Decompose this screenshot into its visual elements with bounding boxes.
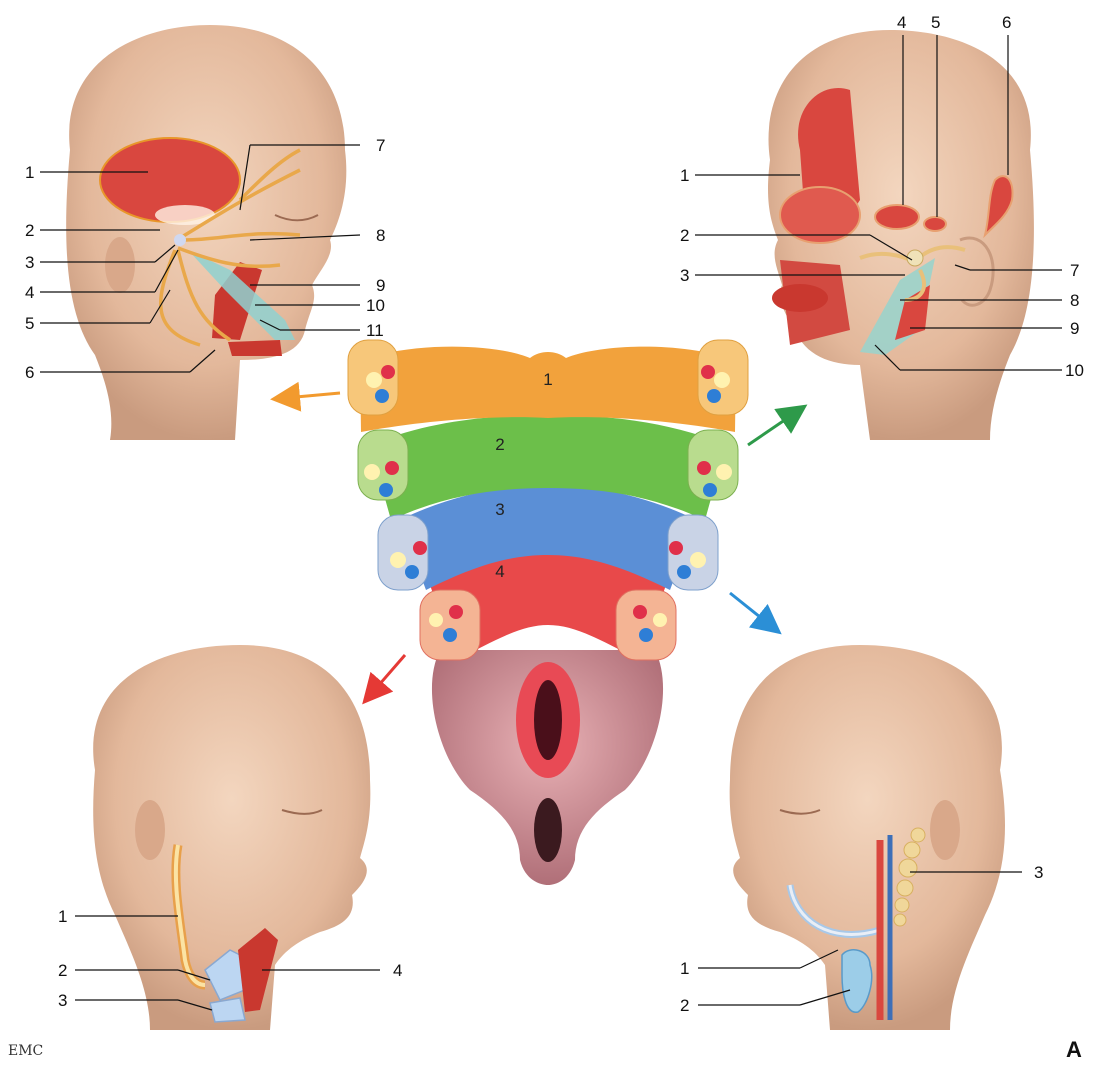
tl-label-10: 10 [366, 296, 385, 315]
arch-label-1: 1 [543, 370, 552, 389]
tr-label-10: 10 [1065, 361, 1084, 380]
tl-label-9: 9 [376, 276, 385, 295]
tl-label-6: 6 [25, 363, 34, 382]
tl-label-11: 11 [366, 321, 384, 340]
arrow-arch3 [730, 593, 770, 625]
bl-label-3: 3 [58, 991, 67, 1010]
br-label-2: 2 [680, 996, 689, 1015]
head-top-left [66, 25, 346, 440]
tl-label-8: 8 [376, 226, 385, 245]
arrow-arch4 [372, 655, 405, 693]
tr-label-2: 2 [680, 226, 689, 245]
pharyngeal-arches: 1 2 3 4 [348, 340, 748, 885]
laryngeal-opening [534, 798, 562, 862]
tr-label-9: 9 [1070, 319, 1079, 338]
arrow-arch1 [285, 393, 340, 398]
br-label-3: 3 [1034, 863, 1043, 882]
muscle-4 [875, 205, 919, 229]
tl-label-2: 2 [25, 221, 34, 240]
publisher-logo: EMC [8, 1043, 43, 1059]
tl-label-3: 3 [25, 253, 34, 272]
arch-label-2: 2 [495, 435, 504, 454]
tr-label-5: 5 [931, 13, 940, 32]
head-bottom-left [93, 645, 370, 1030]
tr-label-6: 6 [1002, 13, 1011, 32]
tr-label-1: 1 [680, 166, 689, 185]
tr-label-8: 8 [1070, 291, 1079, 310]
arch-label-3: 3 [495, 500, 504, 519]
head-bottom-right [730, 645, 1005, 1030]
tl-label-5: 5 [25, 314, 34, 333]
tr-label-7: 7 [1070, 261, 1079, 280]
tr-label-3: 3 [680, 266, 689, 285]
tl-label-7: 7 [376, 136, 385, 155]
bl-label-1: 1 [58, 907, 67, 926]
bl-label-4: 4 [393, 961, 402, 980]
tr-label-4: 4 [897, 13, 906, 32]
tl-label-1: 1 [25, 163, 34, 182]
panel-letter: A [1066, 1037, 1082, 1062]
br-label-1: 1 [680, 959, 689, 978]
ganglion [174, 234, 186, 246]
arch-label-4: 4 [495, 562, 504, 581]
cricoid-cartilage [210, 998, 245, 1022]
tl-label-4: 4 [25, 283, 34, 302]
muscle-5 [924, 217, 946, 231]
bl-label-2: 2 [58, 961, 67, 980]
arrow-arch2 [748, 413, 795, 445]
